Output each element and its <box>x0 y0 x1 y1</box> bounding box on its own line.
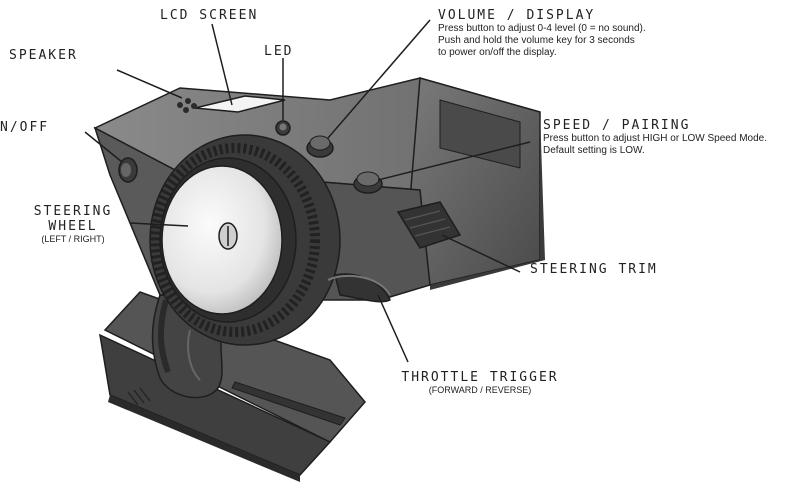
volume-display-title: VOLUME / DISPLAY <box>438 8 596 23</box>
led-indicator <box>275 120 291 136</box>
volume-display-callout: VOLUME / DISPLAY Press button to adjust … <box>438 8 646 59</box>
steering-wheel-title-2: WHEEL <box>48 219 98 234</box>
speed-pairing-line-2: Default setting is LOW. <box>543 145 645 156</box>
throttle-trigger-sub: (FORWARD / REVERSE) <box>428 385 532 395</box>
steering-wheel-title-1: STEERING <box>33 204 113 219</box>
speed-pairing-line-1: Press button to adjust HIGH or LOW Speed… <box>543 133 767 144</box>
on-off-label: N/OFF <box>0 120 50 135</box>
lcd-screen <box>194 95 286 113</box>
steering-wheel-callout: STEERING WHEEL (LEFT / RIGHT) <box>14 204 132 244</box>
speaker-grille <box>177 98 197 113</box>
throttle-trigger-callout: THROTTLE TRIGGER (FORWARD / REVERSE) <box>375 370 585 395</box>
steering-trim-label: STEERING TRIM <box>530 262 658 277</box>
speaker-label: SPEAKER <box>9 48 78 63</box>
throttle-trigger[interactable] <box>327 273 391 303</box>
steering-wheel[interactable] <box>149 134 341 346</box>
volume-display-line-2: Push and hold the volume key for 3 secon… <box>438 35 635 46</box>
volume-button[interactable] <box>306 135 334 158</box>
speed-pairing-title: SPEED / PAIRING <box>543 118 691 133</box>
lcd-screen-label: LCD SCREEN <box>160 8 259 23</box>
led-label: LED <box>264 44 294 59</box>
throttle-trigger-title: THROTTLE TRIGGER <box>401 370 559 385</box>
leader-lines <box>84 19 531 363</box>
steering-wheel-sub: (LEFT / RIGHT) <box>41 234 105 244</box>
volume-display-line-1: Press button to adjust 0-4 level (0 = no… <box>438 23 646 34</box>
volume-display-line-3: to power on/off the display. <box>438 47 557 58</box>
speed-pairing-callout: SPEED / PAIRING Press button to adjust H… <box>543 118 767 157</box>
antenna <box>231 381 346 426</box>
speed-button[interactable] <box>353 171 383 194</box>
power-switch[interactable] <box>118 157 138 183</box>
